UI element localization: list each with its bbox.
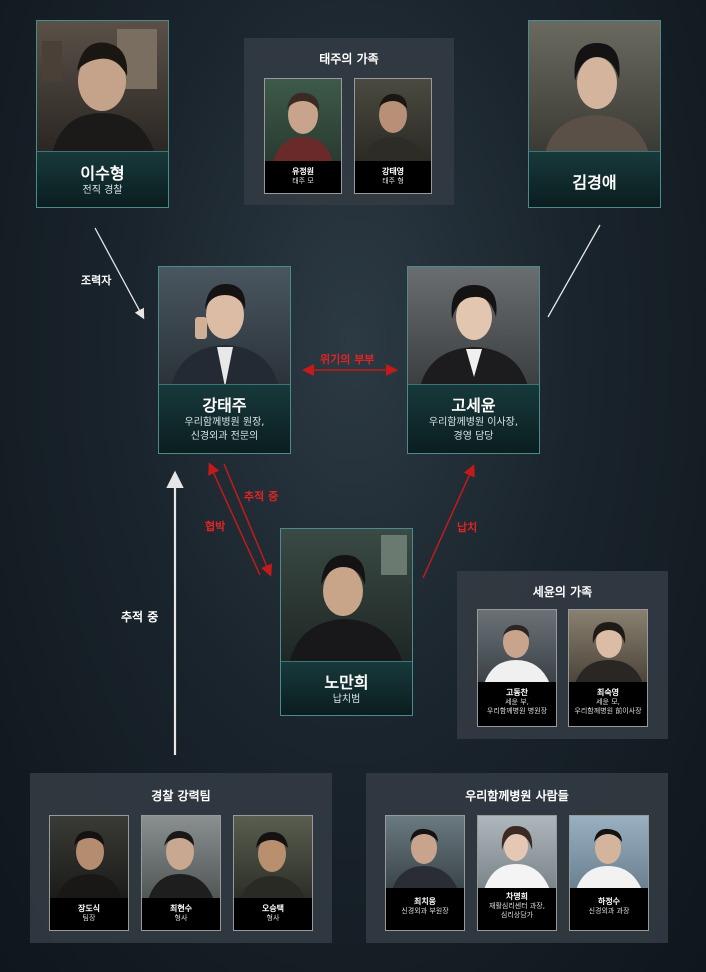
portrait-image <box>240 832 306 900</box>
portrait-image <box>575 622 643 684</box>
character-card-kim-gyeongae: 김경애 <box>528 20 661 208</box>
collaborator-arrow <box>94 227 145 320</box>
seyun-family-panel: 세윤의 가족 고동찬 세윤 부, 우리함께병원 병원장 최숙영 세윤 모, 우리… <box>457 571 668 739</box>
panel-title: 태주의 가족 <box>319 52 379 66</box>
character-card-go-seyun: 고세윤 우리함께병원 이사장, 경영 담당 <box>407 266 540 454</box>
member-name: 고동찬 <box>505 688 529 697</box>
member-role: 신경외과 부원장 <box>401 907 449 915</box>
character-card-kang-taeju: 강태주 우리함께병원 원장, 신경외과 전문의 <box>158 266 291 454</box>
portrait-image <box>148 830 214 900</box>
member-role-line1: 재활심리센터 과장, <box>489 902 545 910</box>
panel-title: 우리함께병원 사람들 <box>465 789 569 803</box>
member-role: 태주 형 <box>382 177 404 185</box>
collaborator-label: 조력자 <box>81 274 112 287</box>
member-role: 형사 <box>266 914 280 922</box>
kidnap-label: 납치 <box>457 521 478 534</box>
member-card-jang-dosik: 장도식 팀장 <box>49 815 129 931</box>
member-role-line1: 세윤 모, <box>596 698 620 706</box>
character-card-no-manhui: 노만희 납치범 <box>280 528 413 716</box>
police-team-panel: 경찰 강력팀 장도식 팀장 최현수 형사 오승택 형사 <box>30 773 332 943</box>
member-role-line1: 세윤 부, <box>505 698 529 706</box>
character-role-line1: 우리함께병원 원장, <box>184 417 265 428</box>
character-role-line1: 우리함께병원 이사장, <box>428 417 519 428</box>
kidnap-arrow <box>422 464 475 579</box>
member-card-go-dongchan: 고동찬 세윤 부, 우리함께병원 병원장 <box>477 609 557 727</box>
member-card-yu-jeongwon: 유정원 태주 모 <box>264 78 342 194</box>
member-name: 하정수 <box>597 897 621 906</box>
member-role-line2: 심리상담가 <box>500 911 534 920</box>
portrait-image <box>56 830 122 900</box>
tracking-arrow <box>223 463 273 577</box>
portrait-image <box>171 283 279 387</box>
member-name: 장도식 <box>77 904 101 913</box>
taeju-family-panel: 태주의 가족 유정원 태주 모 강태영 태주 형 <box>244 38 454 205</box>
member-name: 강태영 <box>381 167 405 176</box>
member-role: 태주 모 <box>292 177 314 185</box>
threat-arrow <box>208 462 261 576</box>
portrait-image <box>361 93 425 163</box>
threat-label: 협박 <box>205 520 226 533</box>
panel-title: 경찰 강력팀 <box>151 789 211 803</box>
character-role-line2: 경영 담당 <box>453 430 494 442</box>
gyeongae-line <box>547 224 601 318</box>
crisis-couple-label: 위기의 부부 <box>320 353 375 366</box>
member-name: 최숙영 <box>596 688 620 697</box>
portrait-image <box>576 828 642 890</box>
portrait-image <box>545 43 649 154</box>
member-card-cha-myeonghui: 차명희 재활심리센터 과장, 심리상담가 <box>477 815 557 931</box>
hospital-people-panel: 우리함께병원 사람들 최치웅 신경외과 부원장 차명희 재활심리센터 과장, 심… <box>366 773 668 943</box>
member-card-oh-seungtaek: 오승택 형사 <box>233 815 313 931</box>
member-name: 최치웅 <box>413 897 437 906</box>
portrait-image <box>273 92 333 163</box>
member-role: 형사 <box>174 914 188 922</box>
portrait-image <box>484 826 550 890</box>
police-tracking-label: 추적 중 <box>121 610 159 624</box>
character-card-lee-suhyung: 이수형 전직 경찰 <box>36 20 169 208</box>
character-name: 노만희 <box>324 673 369 692</box>
character-name: 강태주 <box>202 396 247 415</box>
portrait-image <box>392 828 458 890</box>
member-name: 오승택 <box>261 904 285 913</box>
portrait-image <box>289 535 407 664</box>
character-name: 김경애 <box>572 173 617 192</box>
member-role: 팀장 <box>82 914 96 922</box>
member-name: 최현수 <box>169 904 193 913</box>
portrait-image <box>420 285 528 387</box>
member-card-choi-hyeonsu: 최현수 형사 <box>141 815 221 931</box>
member-card-choi-sukyeong: 최숙영 세윤 모, 우리함께병원 前이사장 <box>568 609 648 727</box>
member-role-line2: 우리함께병원 병원장 <box>486 707 548 716</box>
panel-title: 세윤의 가족 <box>532 585 593 599</box>
member-card-ha-jeongsu: 하정수 신경외과 과장 <box>569 815 649 931</box>
member-role-line2: 우리함께병원 前이사장 <box>574 707 642 716</box>
portrait-image <box>42 29 157 154</box>
character-role: 납치범 <box>332 694 361 705</box>
member-card-choi-chiung: 최치웅 신경외과 부원장 <box>385 815 465 931</box>
character-role: 전직 경찰 <box>82 185 123 196</box>
portrait-image <box>484 624 550 684</box>
member-name: 유정원 <box>291 167 315 176</box>
member-name: 차명희 <box>505 892 529 901</box>
character-role-line2: 신경외과 전문의 <box>190 430 259 442</box>
member-role: 신경외과 과장 <box>588 907 630 915</box>
character-name: 이수형 <box>80 164 125 183</box>
member-card-kang-taeyeong: 강태영 태주 형 <box>354 78 432 194</box>
tracking-label: 추적 중 <box>244 490 279 503</box>
character-name: 고세윤 <box>451 396 496 415</box>
